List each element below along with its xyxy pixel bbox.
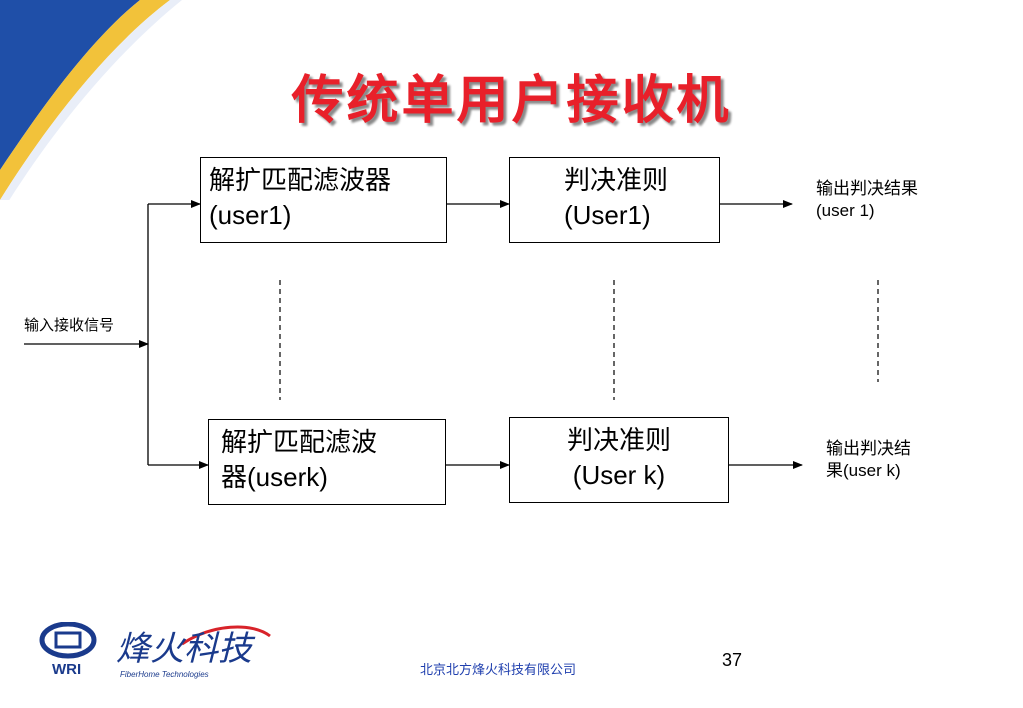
outputk-line2-cn: 果: [826, 461, 843, 481]
page-title: 传统单用户接收机: [291, 70, 732, 131]
fiberhome-logo-en: FiberHome Technologies: [120, 670, 209, 679]
filterk-label-line2-en: (userk): [247, 462, 328, 492]
fiberhome-logo-cn: 烽火科技: [116, 629, 256, 669]
decisionk-label-line2: (User k): [572, 460, 666, 490]
output1-line2: (user 1): [816, 201, 875, 220]
wri-logo: WRI: [39, 622, 97, 678]
output-userk-label: 输出判决结 果(user k): [826, 438, 911, 482]
fiberhome-logo: 烽火科技 FiberHome Technologies: [116, 625, 271, 679]
despread-matched-filter-user1: 解扩匹配滤波器 (user1): [200, 157, 447, 243]
page-number: 37: [722, 650, 743, 670]
decision-rule-user1: 判决准则 (User1): [509, 157, 720, 243]
decisionk-label-line1: 判决准则: [566, 426, 671, 456]
output-user1-label: 输出判决结果 (user 1): [816, 178, 918, 222]
decision-rule-userk: 判决准则 (User k): [509, 417, 729, 503]
outputk-line1: 输出判决结: [826, 439, 911, 459]
wri-logo-text: WRI: [52, 661, 81, 678]
input-signal-label: 输入接收信号: [24, 316, 115, 334]
decision1-label-line1: 判决准则: [564, 166, 669, 196]
filterk-label-line1: 解扩匹配滤波: [221, 428, 378, 458]
despread-matched-filter-userk: 解扩匹配滤波 器(userk): [208, 419, 446, 505]
filter1-label-line2: (user1): [209, 200, 292, 230]
decision1-label-line2: (User1): [564, 200, 651, 230]
outputk-line2-en: (user k): [843, 461, 901, 480]
filterk-label-line2-cn: 器: [221, 463, 248, 493]
corner-decoration: [0, 0, 182, 200]
filter1-label-line1: 解扩匹配滤波器: [209, 166, 392, 196]
output1-line1: 输出判决结果: [816, 179, 918, 199]
footer-company-name: 北京北方烽火科技有限公司: [420, 663, 577, 678]
